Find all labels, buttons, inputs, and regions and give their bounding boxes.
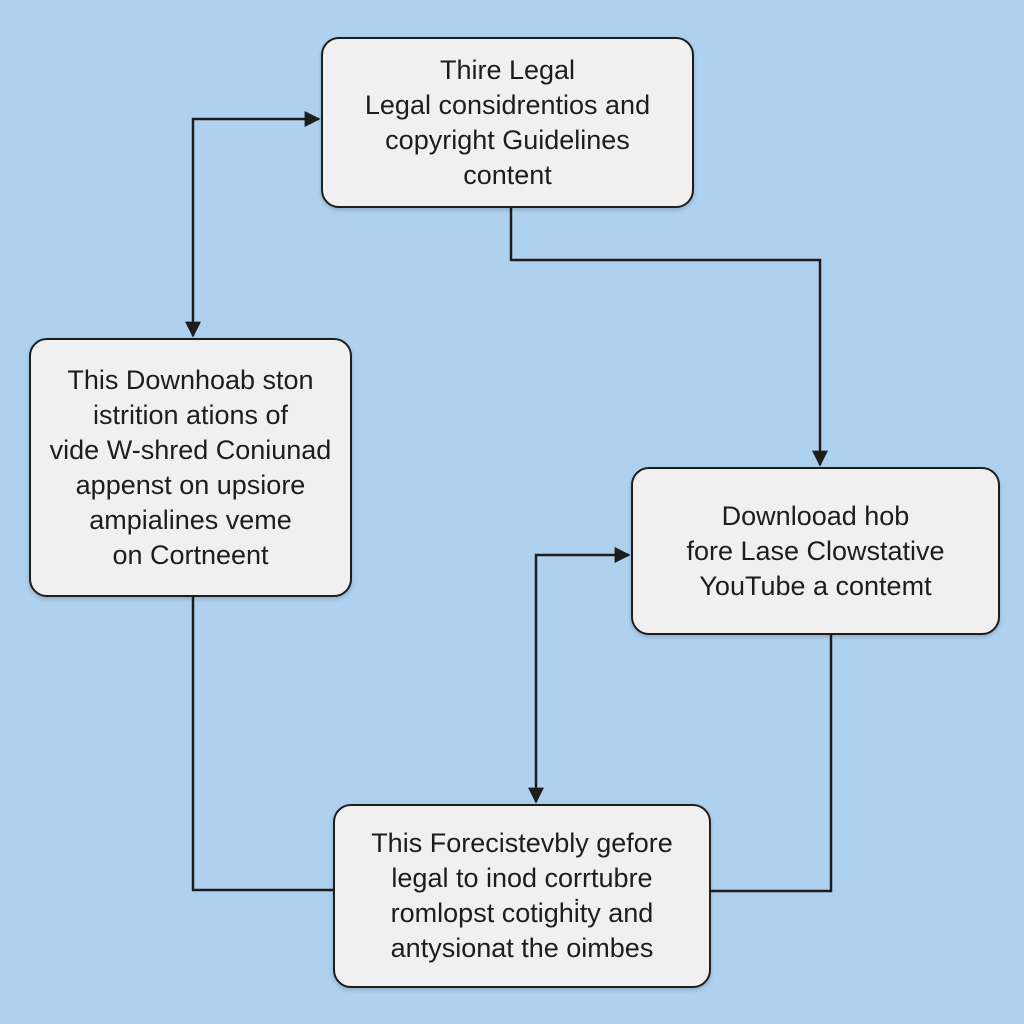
node-top-line-1: Thire Legal bbox=[439, 54, 576, 85]
node-right-line-2: fore Lase Clowstative bbox=[686, 535, 945, 566]
node-right-download-youtube-content: Downlooad hob fore Lase Clowstative YouT… bbox=[631, 467, 1000, 635]
node-left-download-restrictions: This Downhoab ston istrition ations of v… bbox=[29, 338, 352, 597]
node-top-legal-considerations: Thire Legal Legal considrentios and copy… bbox=[321, 37, 694, 208]
node-bottom-line-2: legal to inod corrtubre bbox=[391, 863, 653, 893]
node-left-line-6: on Cortneent bbox=[112, 539, 269, 570]
connector-left-top bbox=[185, 111, 321, 338]
node-left-line-1: This Downhoab ston bbox=[67, 364, 314, 395]
connector-right-bottom bbox=[711, 635, 833, 893]
node-top-line-2: Legal considrentios and bbox=[364, 89, 651, 120]
node-left-line-5: ampialines veme bbox=[89, 504, 292, 535]
node-bottom-line-1: This Forecistevbly gefore bbox=[371, 828, 673, 858]
connector-top-right bbox=[509, 208, 828, 467]
node-left-line-3: vide W-shred Coniunad bbox=[49, 434, 332, 465]
node-right-line-3: YouTube a contemt bbox=[699, 570, 932, 601]
node-top-line-4: content bbox=[463, 159, 552, 190]
node-bottom-line-3: romlopst cotighi̇ty and bbox=[390, 898, 654, 928]
node-bottom-line-4: antysionat the oimbes bbox=[390, 933, 654, 963]
node-left-line-2: istrition ations of bbox=[92, 399, 289, 430]
node-top-line-3: copyright Guidelines bbox=[385, 124, 630, 155]
node-right-line-1: Downlooad hob bbox=[721, 500, 910, 531]
node-bottom-legal-copyright-analysis: This Forecistevbly gefore legal to inod … bbox=[333, 804, 711, 988]
connector-bottom-right bbox=[528, 547, 631, 804]
connector-left-bottom bbox=[191, 597, 333, 892]
node-left-line-4: appenst on upsiore bbox=[75, 469, 306, 500]
